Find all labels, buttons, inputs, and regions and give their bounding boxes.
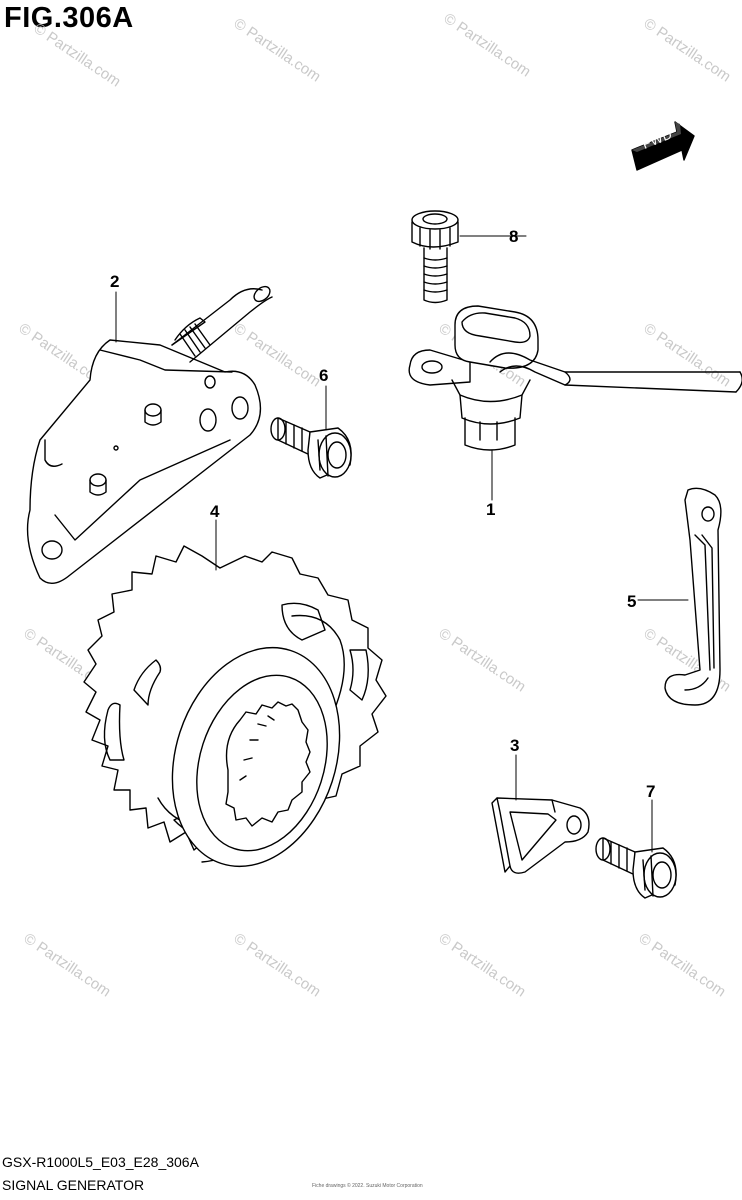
model-code: GSX-R1000L5_E03_E28_306A	[2, 1154, 199, 1170]
callout-8: 8	[509, 227, 519, 246]
small-bracket	[491, 797, 590, 874]
figure-caption: SIGNAL GENERATOR	[2, 1177, 145, 1193]
bolt-7	[595, 837, 677, 899]
callout-5: 5	[627, 592, 637, 611]
fwd-arrow-icon	[631, 121, 695, 171]
callout-4: 4	[210, 502, 220, 521]
callout-3: 3	[510, 736, 520, 755]
bolt-6	[270, 417, 352, 479]
bolt-8	[411, 210, 459, 304]
figure-title: FIG.306A	[4, 2, 134, 34]
signal-generator-sensor	[408, 305, 742, 451]
wired-sensor-bracket	[26, 285, 273, 584]
leader-lines	[115, 235, 689, 853]
callout-6: 6	[319, 366, 329, 385]
sprocket-rotor	[83, 545, 387, 868]
callout-1: 1	[486, 500, 496, 519]
fine-print: Fiche drawings © 2022. Suzuki Motor Corp…	[312, 1183, 423, 1189]
callout-7: 7	[646, 782, 656, 801]
callout-2: 2	[110, 272, 120, 291]
wire-clamp	[664, 487, 722, 706]
